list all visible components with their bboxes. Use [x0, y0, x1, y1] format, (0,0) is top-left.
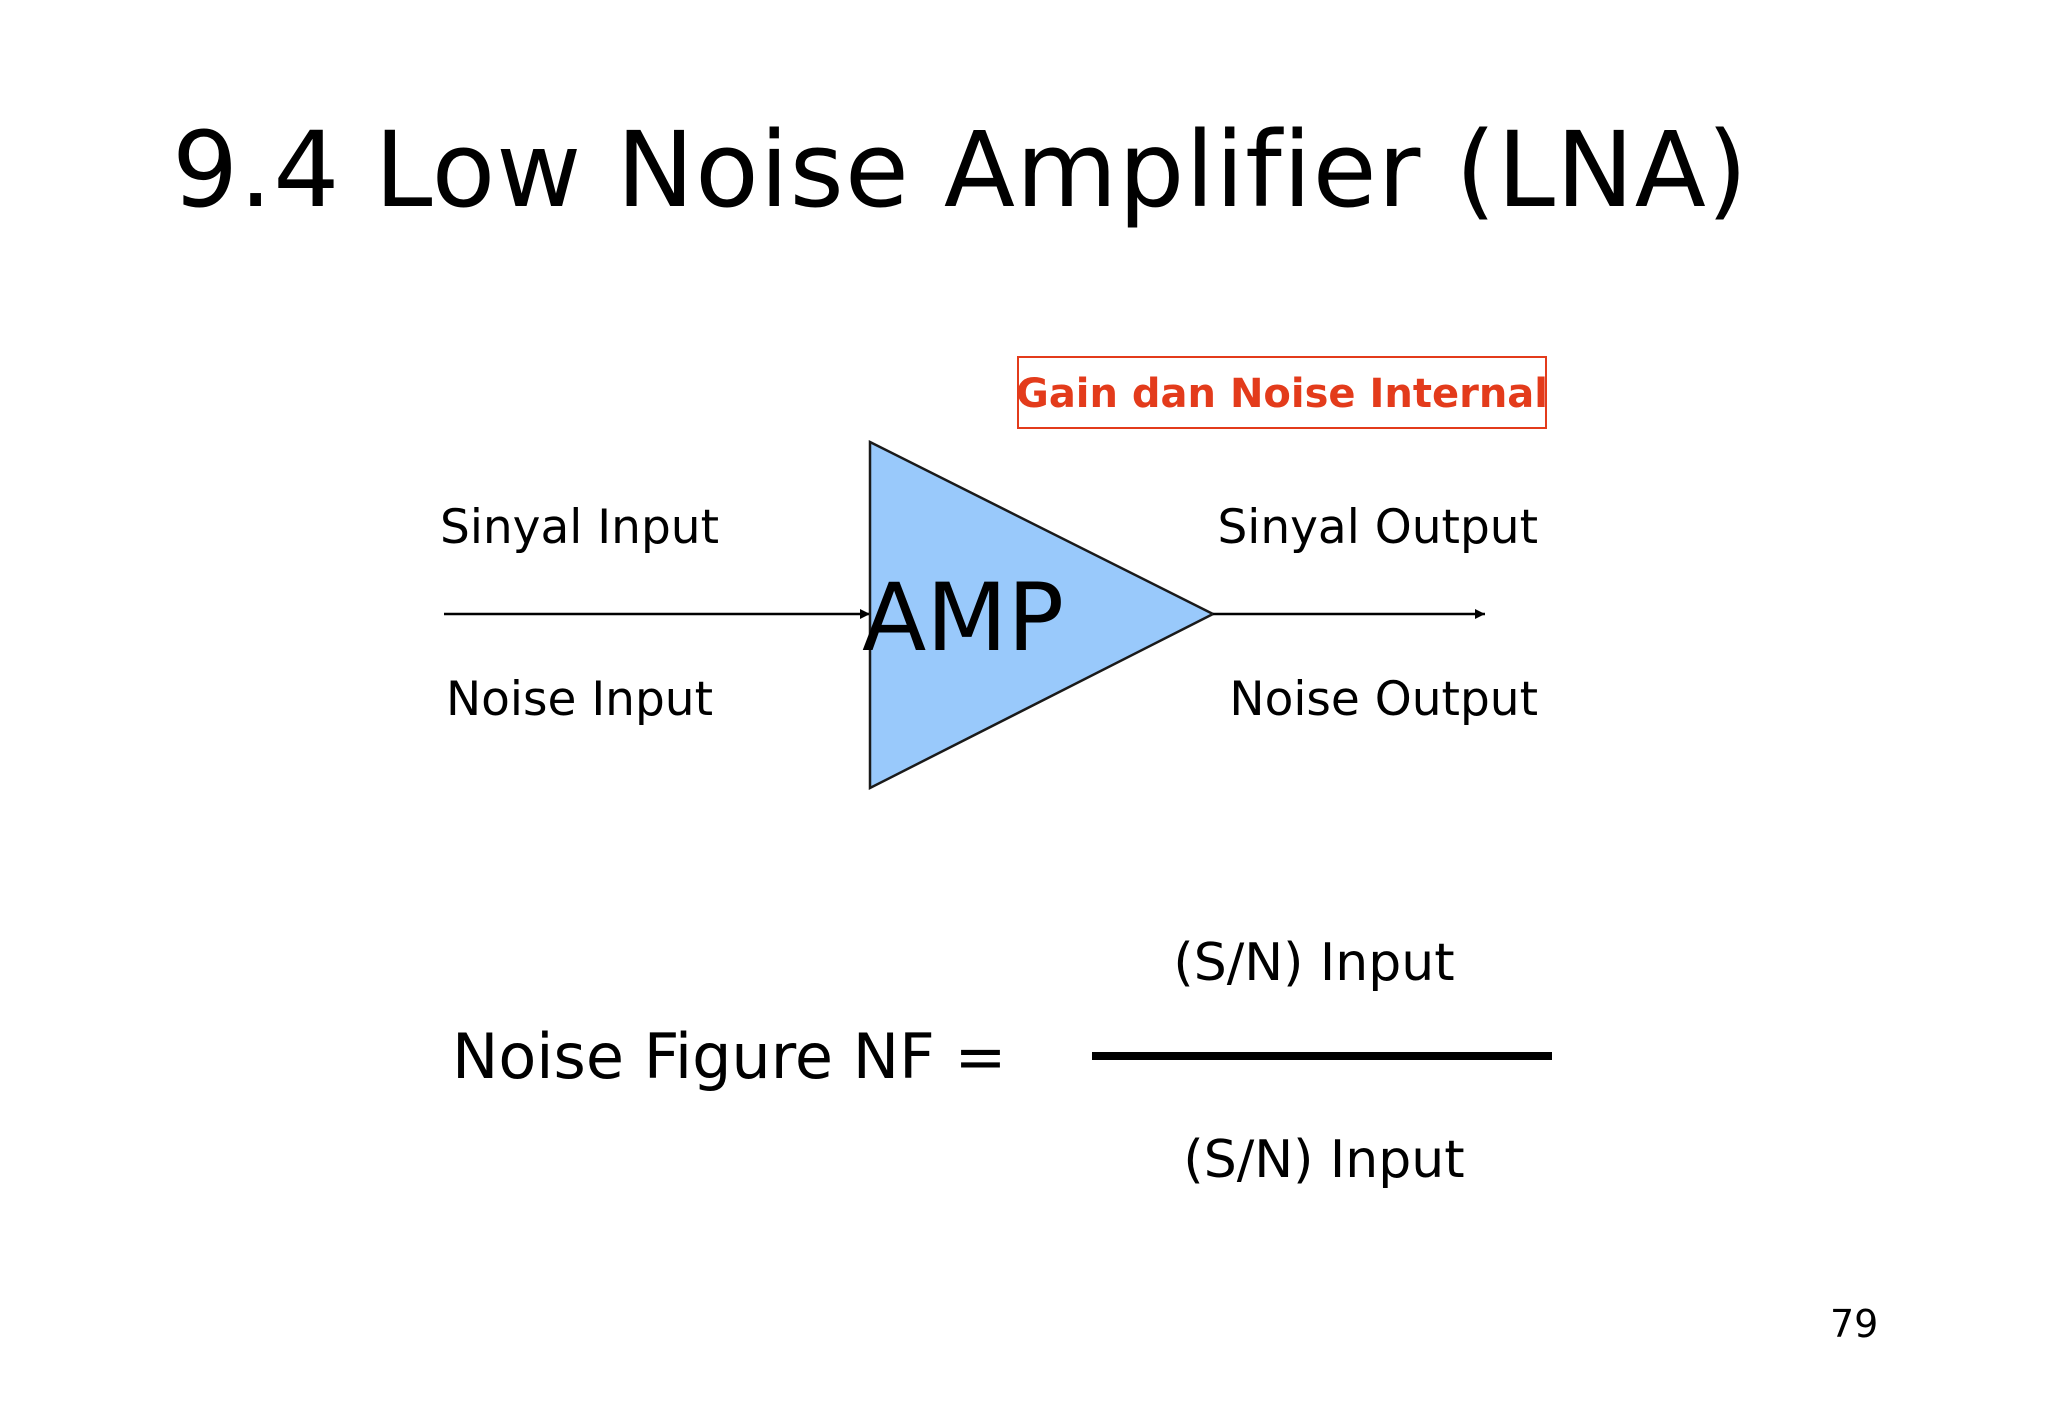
input-noise-label: Noise Input — [446, 672, 713, 727]
slide-title: 9.4 Low Noise Amplifier (LNA) — [172, 109, 1749, 231]
input-signal-label: Sinyal Input — [440, 500, 719, 555]
amplifier-label: AMP — [862, 564, 1064, 673]
formula-label: Noise Figure NF = — [452, 1020, 1006, 1093]
formula-denominator: (S/N) Input — [1183, 1130, 1464, 1190]
callout-text: Gain dan Noise Internal — [1016, 371, 1548, 417]
page-number: 79 — [1830, 1302, 1879, 1346]
output-noise-label: Noise Output — [1229, 672, 1538, 727]
formula-numerator: (S/N) Input — [1173, 933, 1454, 993]
callout-box — [1017, 356, 1547, 429]
output-signal-label: Sinyal Output — [1217, 500, 1538, 555]
amplifier-triangle — [868, 439, 1216, 791]
